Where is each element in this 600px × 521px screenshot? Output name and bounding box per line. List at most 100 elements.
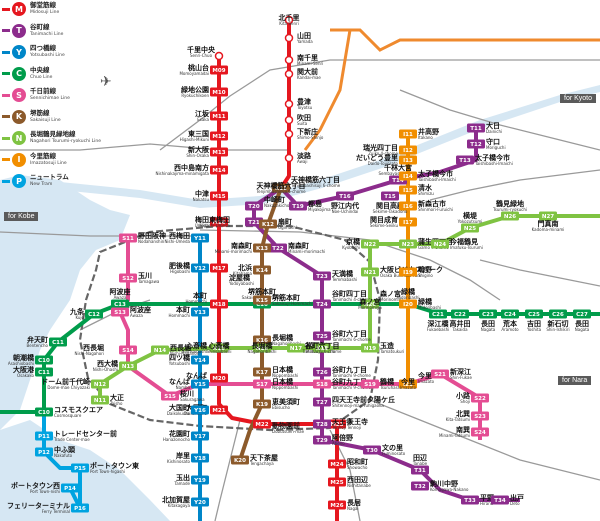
station-name: だいどう豊里 [356,153,398,162]
station-name: 野江内代 [331,201,359,210]
station-code: C13 [114,302,126,308]
station-code: M24 [330,462,343,468]
station-code: T16 [339,194,351,200]
station-code: M22 [255,422,268,428]
station-code-badge [191,453,209,463]
station-name: 深江橋 [428,319,450,328]
station-name-en: Tamatsukuri [379,349,404,354]
station-name: 南森町 [231,241,252,250]
station-code-badge [35,355,53,365]
station-name: 吉田 [527,319,541,328]
station-name: 長堀橋 [272,333,294,342]
station-code-badge [549,309,567,319]
station-code: T32 [414,484,426,490]
station-code-badge [399,201,417,211]
legend-line-name-en: Nagahori Tsurumi-ryokuchi Line [30,139,102,144]
station-name: 西大橋 [97,359,119,368]
station-name: 弁天町 [27,335,48,344]
station-name-en: Dainichi [486,129,502,134]
jr-line [214,419,241,521]
station-code: K13 [256,246,268,252]
station-code-badge [467,123,485,133]
legend-line-name-en: Midosuji Line [30,10,60,15]
station-code: T33 [464,498,476,504]
station-name: 新深江 [450,367,471,376]
station-code: K15 [256,298,268,304]
station-name-en: Nakatsu [193,197,210,202]
station-name: トレードセンター前 [54,429,117,438]
station-name: 大阪港 [13,365,35,374]
station-code-badge [429,309,447,319]
jr-line [159,59,600,151]
station-code: I21 [403,382,413,388]
station-name-en: Ebisucho [272,405,291,410]
station-code-badge [210,87,228,97]
station-code-badge [461,495,479,505]
station-code-badge [336,191,354,201]
station-name-en: Nishinakajima-minamigata [155,171,209,176]
station-name-en: Abeno [332,441,345,446]
station-name: 守口 [486,137,500,146]
station-name: 玉川 [138,272,152,280]
station-name-en: Ogimachi [278,225,297,230]
station-code-badge [328,477,346,487]
station-dot [284,153,294,163]
line-badge-icon: Y [12,45,26,59]
station-name-en: Nagata [575,327,590,332]
station-code: M16 [212,220,225,226]
station-code: Y16 [193,408,206,414]
line-badge-icon: C [12,66,26,81]
station-name: 四天王寺前夕陽ケ丘 [332,395,395,404]
station-code: T22 [272,246,284,252]
station-code-badge [119,273,137,283]
station-name-en: Nippombashi [272,385,298,390]
station-name-en: Yoshita [526,327,542,332]
station-name: 北巽 [456,409,470,418]
station-name-en: Tengachaya [249,461,274,466]
station-code-badge [71,463,89,473]
station-code: S22 [474,396,486,402]
line-badge-icon: S [12,88,26,102]
route-k [238,187,283,461]
station-code-badge [467,139,485,149]
station-code: N20 [364,302,376,308]
station-name: コスモスクエア [54,405,103,414]
station-name: 日本橋 [272,365,294,374]
station-name-en: Nodahanshin [138,239,165,244]
station-code: S11 [122,236,134,242]
station-code-badge [399,239,417,249]
station-code-badge [191,431,209,441]
station-name: 阿波座 [110,287,131,296]
station-name-en: Takaida [451,327,468,332]
station-name-en: Tanimachi 6-chome [331,337,371,342]
legend-swatch [2,115,10,118]
station-name: 長田 [481,319,495,328]
station-code-badge [61,483,79,493]
station-code-badge [399,155,417,165]
station-name-en: Daido-Toyosato [368,161,399,166]
station-name: 荒本 [502,319,517,328]
